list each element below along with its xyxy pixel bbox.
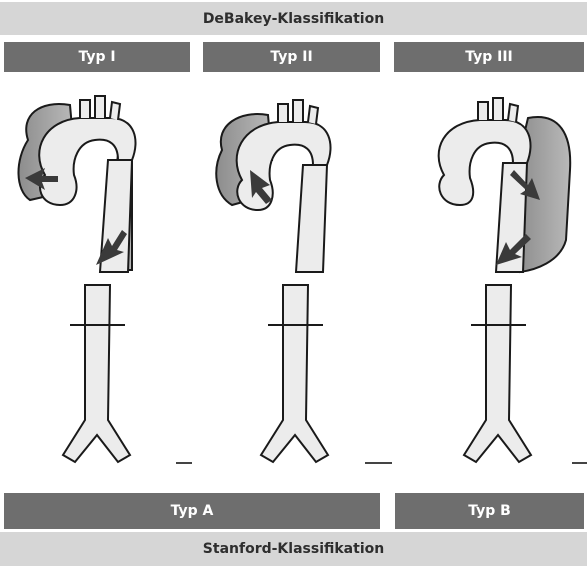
descending-lower-type-1: [63, 285, 130, 462]
aorta-type-1: [18, 96, 135, 462]
descending-lower-type-3: [464, 285, 531, 462]
branch-vessels-type-2: [278, 100, 318, 124]
stanford-type-a-label: Typ A: [4, 493, 380, 529]
stanford-title: Stanford-Klassifikation: [0, 532, 587, 566]
branch-vessels-type-1: [80, 96, 120, 120]
descending-lower-type-2: [261, 285, 328, 462]
aorta-type-3: [439, 98, 571, 462]
branch-vessels-type-3: [478, 98, 518, 122]
aorta-type-2: [216, 100, 330, 462]
descending-upper-type-2: [296, 165, 327, 272]
stanford-type-b-label: Typ B: [395, 493, 584, 529]
